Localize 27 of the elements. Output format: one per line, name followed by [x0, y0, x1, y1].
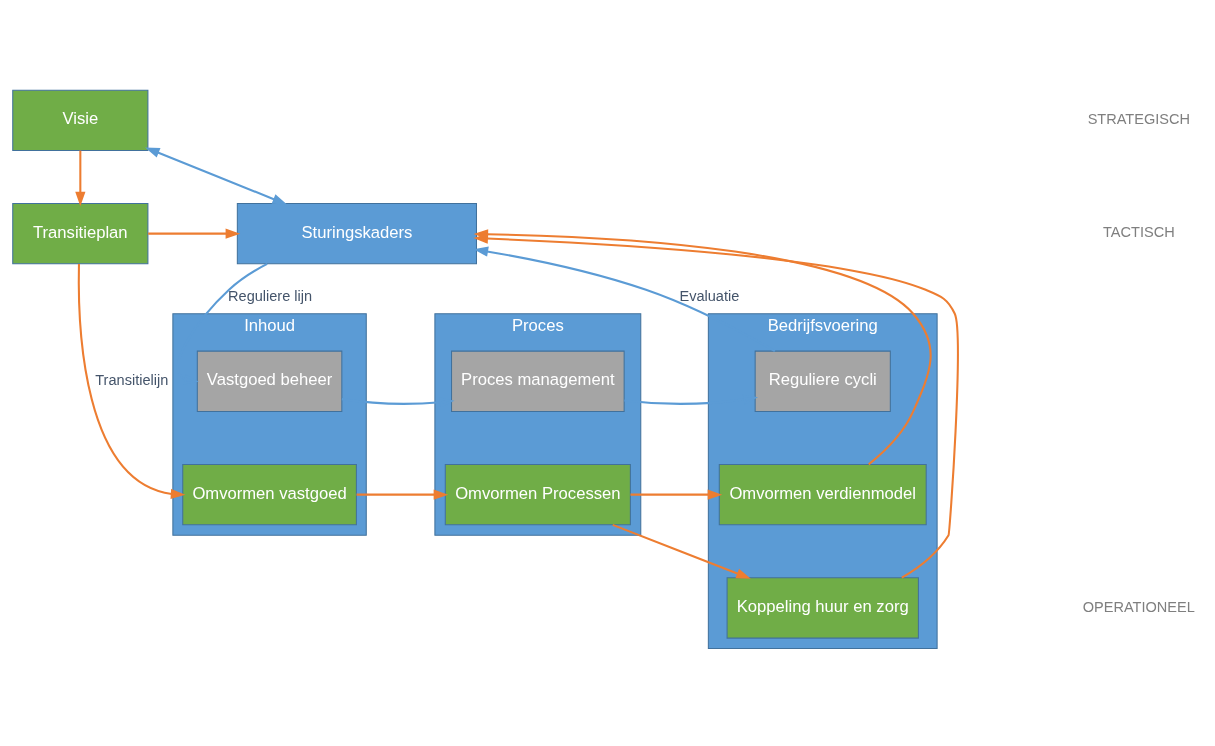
arrow [75, 150, 86, 206]
node-box: Koppeling huur en zorg [726, 576, 919, 639]
label: TACTISCH [1103, 224, 1175, 240]
node-box: Sturingskaders [236, 202, 477, 264]
node-box: Transitieplan [12, 202, 149, 264]
arrow [473, 246, 776, 352]
arrow [145, 146, 288, 204]
node-box: Omvormen verdienmodel [718, 463, 927, 525]
node-box: Vastgoed beheer [196, 350, 343, 412]
label: OPERATIONEEL [1082, 598, 1195, 615]
edge-label: Evaluatie [679, 287, 740, 304]
arrow [473, 232, 959, 579]
label: STRATEGISCH [1087, 110, 1191, 127]
node-box: Proces management [451, 350, 625, 412]
arrow [356, 489, 449, 500]
node-box: Omvormen Processen [444, 463, 631, 525]
arrow [624, 393, 759, 405]
node-box: Reguliere cycli [754, 350, 891, 412]
edge-label: Transitielijn [95, 371, 169, 388]
arrow [77, 263, 186, 499]
arrow [630, 489, 723, 500]
edge-label: Reguliere lijn [228, 287, 313, 304]
node-box: Omvormen vastgoed [182, 463, 357, 525]
arrow [341, 396, 455, 407]
arrow [148, 228, 241, 239]
arrow [612, 523, 751, 579]
node-box: Visie [12, 89, 149, 151]
